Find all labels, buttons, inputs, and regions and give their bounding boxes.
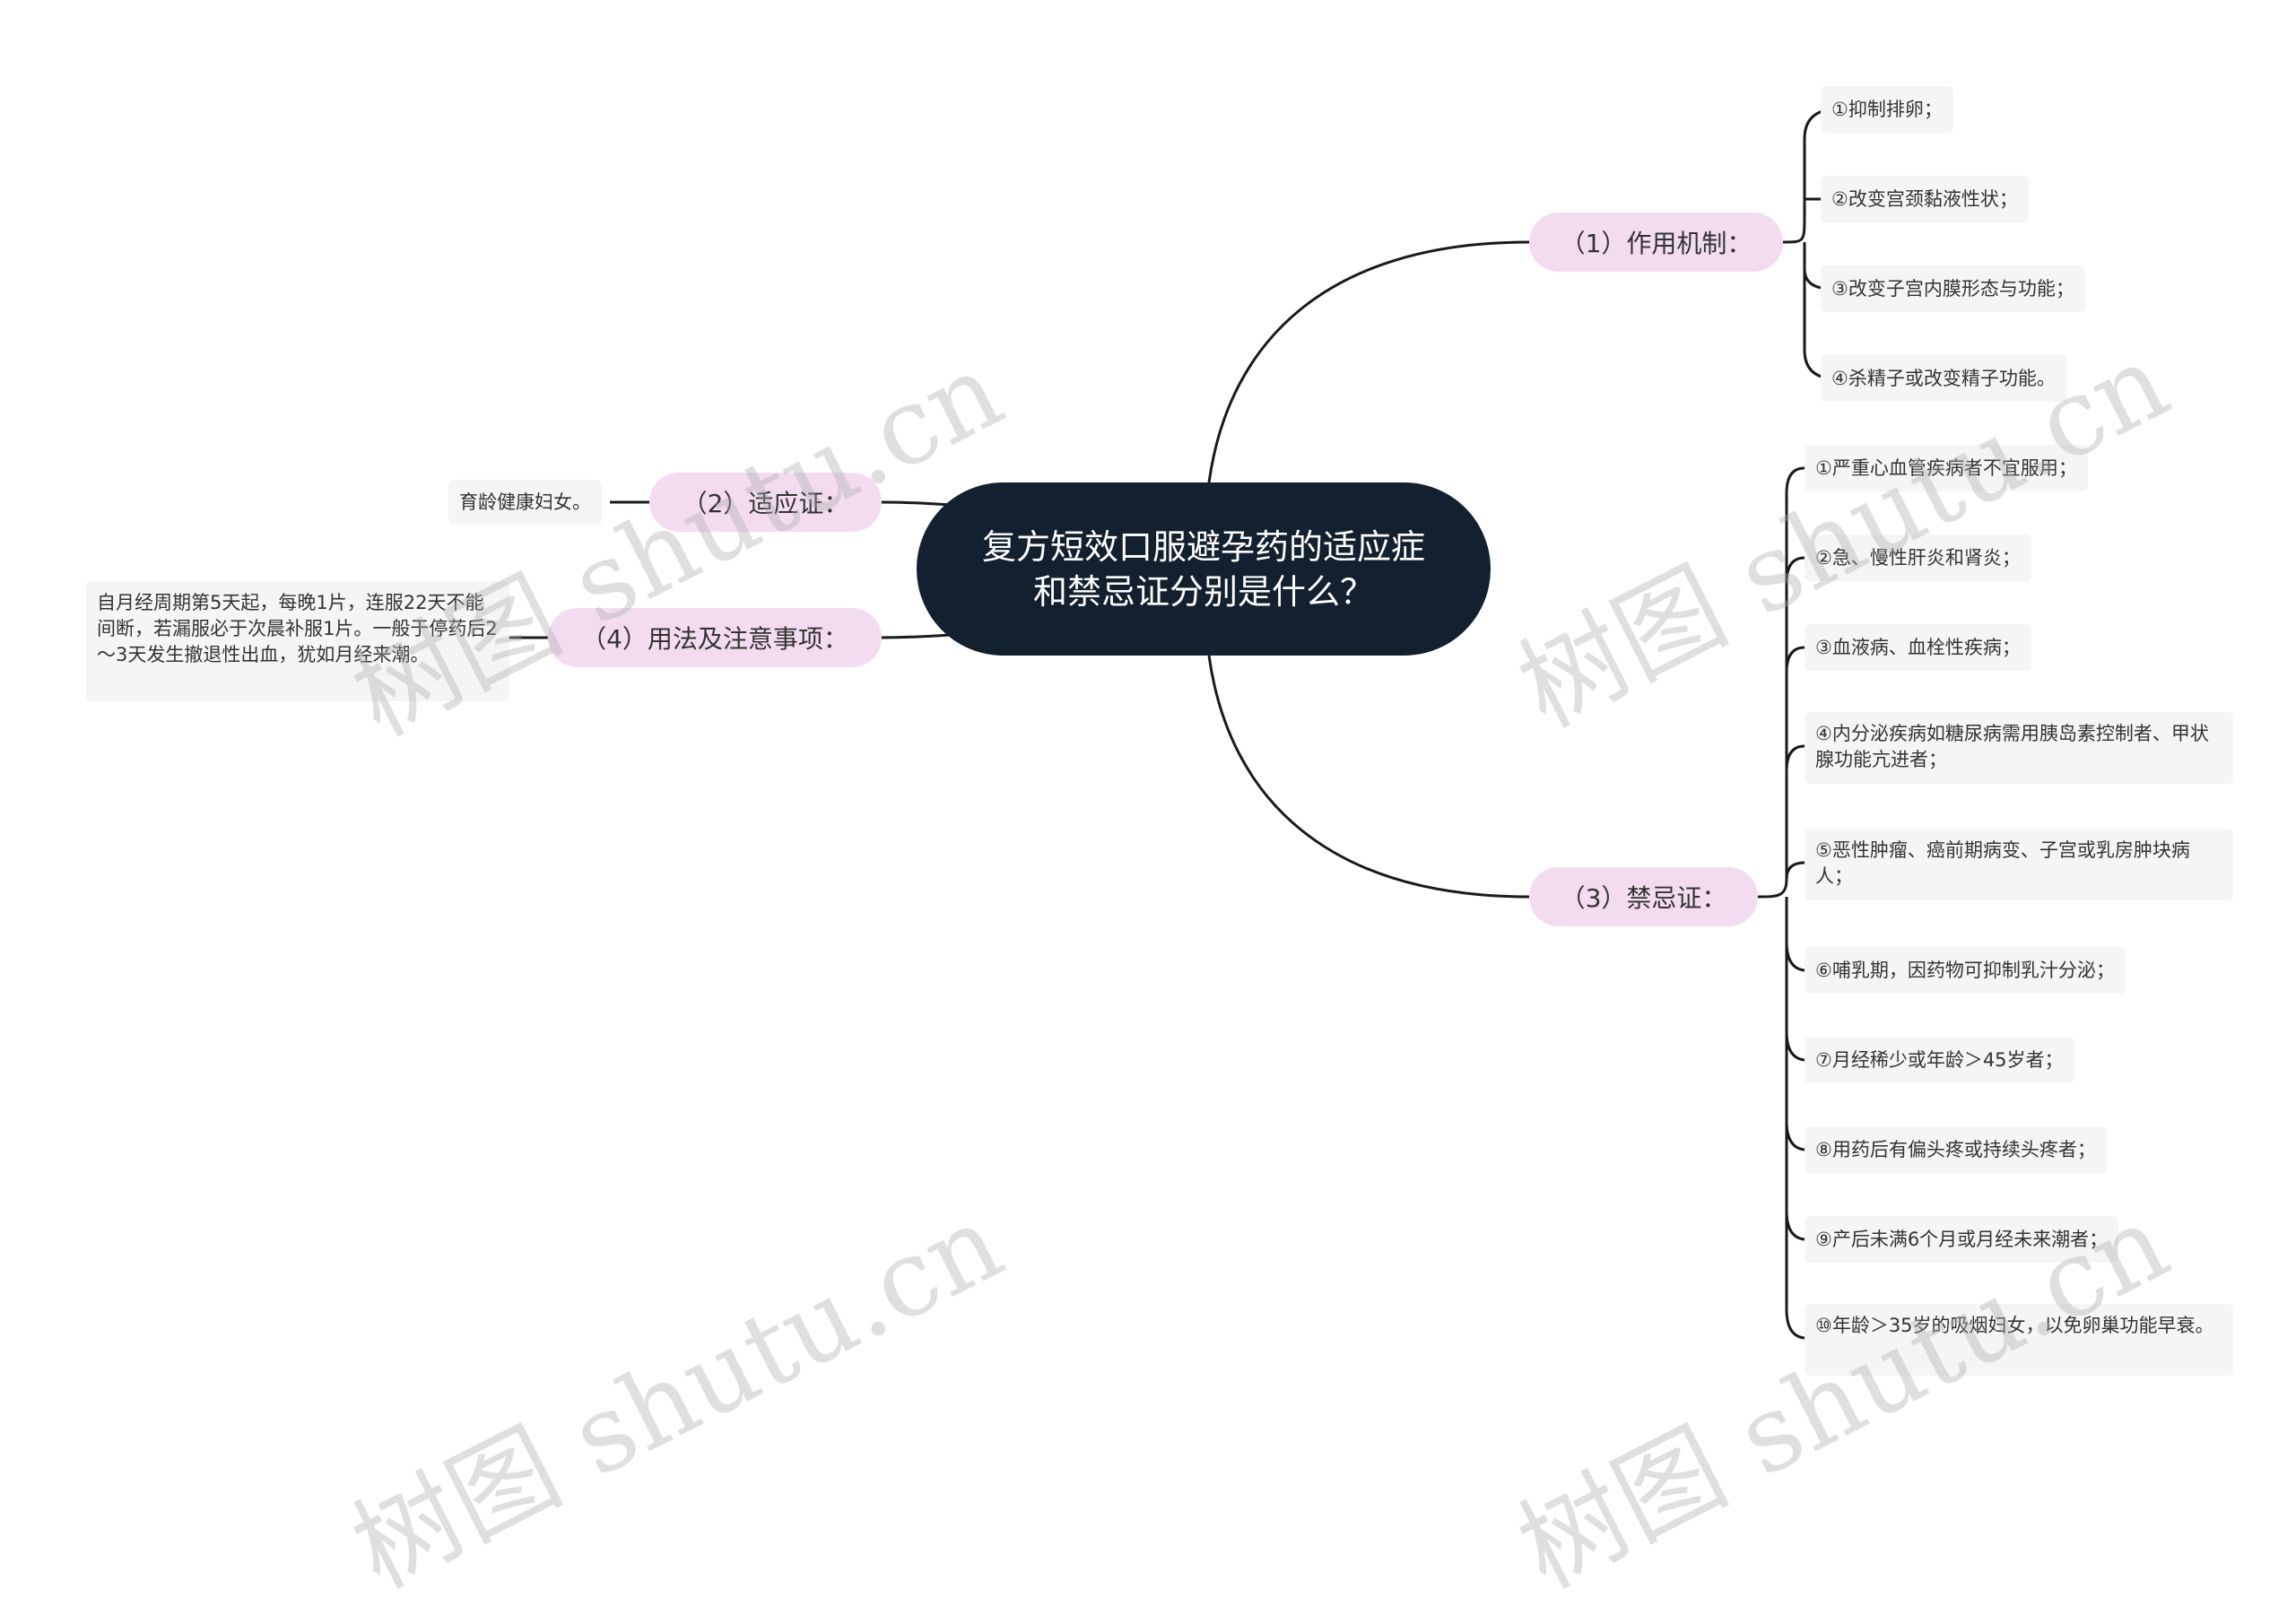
contra-leaf-9[interactable]: ⑨产后未满6个月或月经未来潮者；	[1805, 1216, 2119, 1263]
central-topic[interactable]: 复方短效口服避孕药的适应症和禁忌证分别是什么？	[917, 482, 1491, 656]
leaf-text: ③血液病、血栓性疾病；	[1815, 636, 2021, 658]
edge-center-indication	[881, 500, 952, 507]
branch-usage-label: （4）用法及注意事项：	[581, 624, 848, 654]
edge-center-mechanism	[1207, 240, 1530, 483]
connector-lines	[509, 108, 1832, 1340]
contra-leaf-6[interactable]: ⑥哺乳期，因药物可抑制乳汁分泌；	[1805, 947, 2126, 994]
edge-center-contraindication	[1207, 655, 1530, 899]
branch-usage[interactable]: （4）用法及注意事项：	[548, 608, 882, 667]
branch-contraindication-label: （3）禁忌证：	[1560, 883, 1727, 913]
leaf-text: 自月经周期第5天起，每晚1片，连服22天不能间断，若漏服必于次晨补服1片。一般于…	[97, 592, 498, 665]
branch-mechanism[interactable]: （1）作用机制：	[1529, 213, 1783, 272]
leaf-text: ②急、慢性肝炎和肾炎；	[1815, 546, 2021, 569]
mechanism-leaf-3[interactable]: ③改变子宫内膜形态与功能；	[1821, 265, 2085, 312]
leaf-text: ⑨产后未满6个月或月经未来潮者；	[1815, 1228, 2109, 1250]
contra-leaf-8[interactable]: ⑧用药后有偏头疼或持续头疼者；	[1805, 1126, 2107, 1173]
edge-contraindication-bracket	[1757, 466, 1805, 1340]
contra-leaf-1[interactable]: ①严重心血管疾病者不宜服用；	[1805, 445, 2088, 491]
branch-indication-label: （2）适应证：	[682, 489, 849, 518]
leaf-text: ③改变子宫内膜形态与功能；	[1831, 277, 2074, 300]
leaf-text: ⑦月经稀少或年龄＞45岁者；	[1815, 1048, 2064, 1071]
edge-center-usage	[881, 633, 952, 639]
contra-leaf-2[interactable]: ②急、慢性肝炎和肾炎；	[1805, 534, 2031, 581]
leaf-text: ⑧用药后有偏头疼或持续头疼者；	[1815, 1138, 2096, 1160]
contra-leaf-10[interactable]: ⑩年龄＞35岁的吸烟妇女，以免卵巢功能早衰。	[1805, 1304, 2233, 1376]
branch-contraindication[interactable]: （3）禁忌证：	[1529, 867, 1758, 926]
usage-leaf-1[interactable]: 自月经周期第5天起，每晚1片，连服22天不能间断，若漏服必于次晨补服1片。一般于…	[86, 581, 509, 701]
edge-mechanism-bracket	[1782, 108, 1832, 380]
leaf-text: ②改变宫颈黏液性状；	[1831, 187, 2018, 210]
leaf-text: ④杀精子或改变精子功能。	[1831, 367, 2056, 389]
branch-indication[interactable]: （2）适应证：	[649, 473, 882, 532]
contra-leaf-5[interactable]: ⑤恶性肿瘤、癌前期病变、子宫或乳房肿块病人；	[1805, 829, 2233, 900]
branch-mechanism-label: （1）作用机制：	[1560, 229, 1752, 258]
leaf-text: ④内分泌疾病如糖尿病需用胰岛素控制者、甲状腺功能亢进者；	[1815, 723, 2209, 770]
contra-leaf-4[interactable]: ④内分泌疾病如糖尿病需用胰岛素控制者、甲状腺功能亢进者；	[1805, 712, 2233, 784]
leaf-text: ①严重心血管疾病者不宜服用；	[1815, 456, 2077, 479]
leaf-text: ①抑制排卵；	[1831, 98, 1943, 120]
leaf-text: ⑤恶性肿瘤、癌前期病变、子宫或乳房肿块病人；	[1815, 839, 2190, 887]
contra-leaf-3[interactable]: ③血液病、血栓性疾病；	[1805, 624, 2031, 671]
central-topic-title: 复方短效口服避孕药的适应症和禁忌证分别是什么？	[981, 526, 1425, 612]
leaf-text: ⑩年龄＞35岁的吸烟妇女，以免卵巢功能早衰。	[1815, 1315, 2214, 1336]
mechanism-leaf-4[interactable]: ④杀精子或改变精子功能。	[1821, 355, 2066, 402]
indication-leaf-1[interactable]: 育龄健康妇女。	[448, 480, 602, 525]
contra-leaf-7[interactable]: ⑦月经稀少或年龄＞45岁者；	[1805, 1037, 2074, 1083]
mechanism-leaf-2[interactable]: ②改变宫颈黏液性状；	[1821, 176, 2029, 222]
mechanism-leaf-1[interactable]: ①抑制排卵；	[1821, 86, 1953, 133]
leaf-text: ⑥哺乳期，因药物可抑制乳汁分泌；	[1815, 959, 2115, 981]
leaf-text: 育龄健康妇女。	[459, 491, 591, 513]
